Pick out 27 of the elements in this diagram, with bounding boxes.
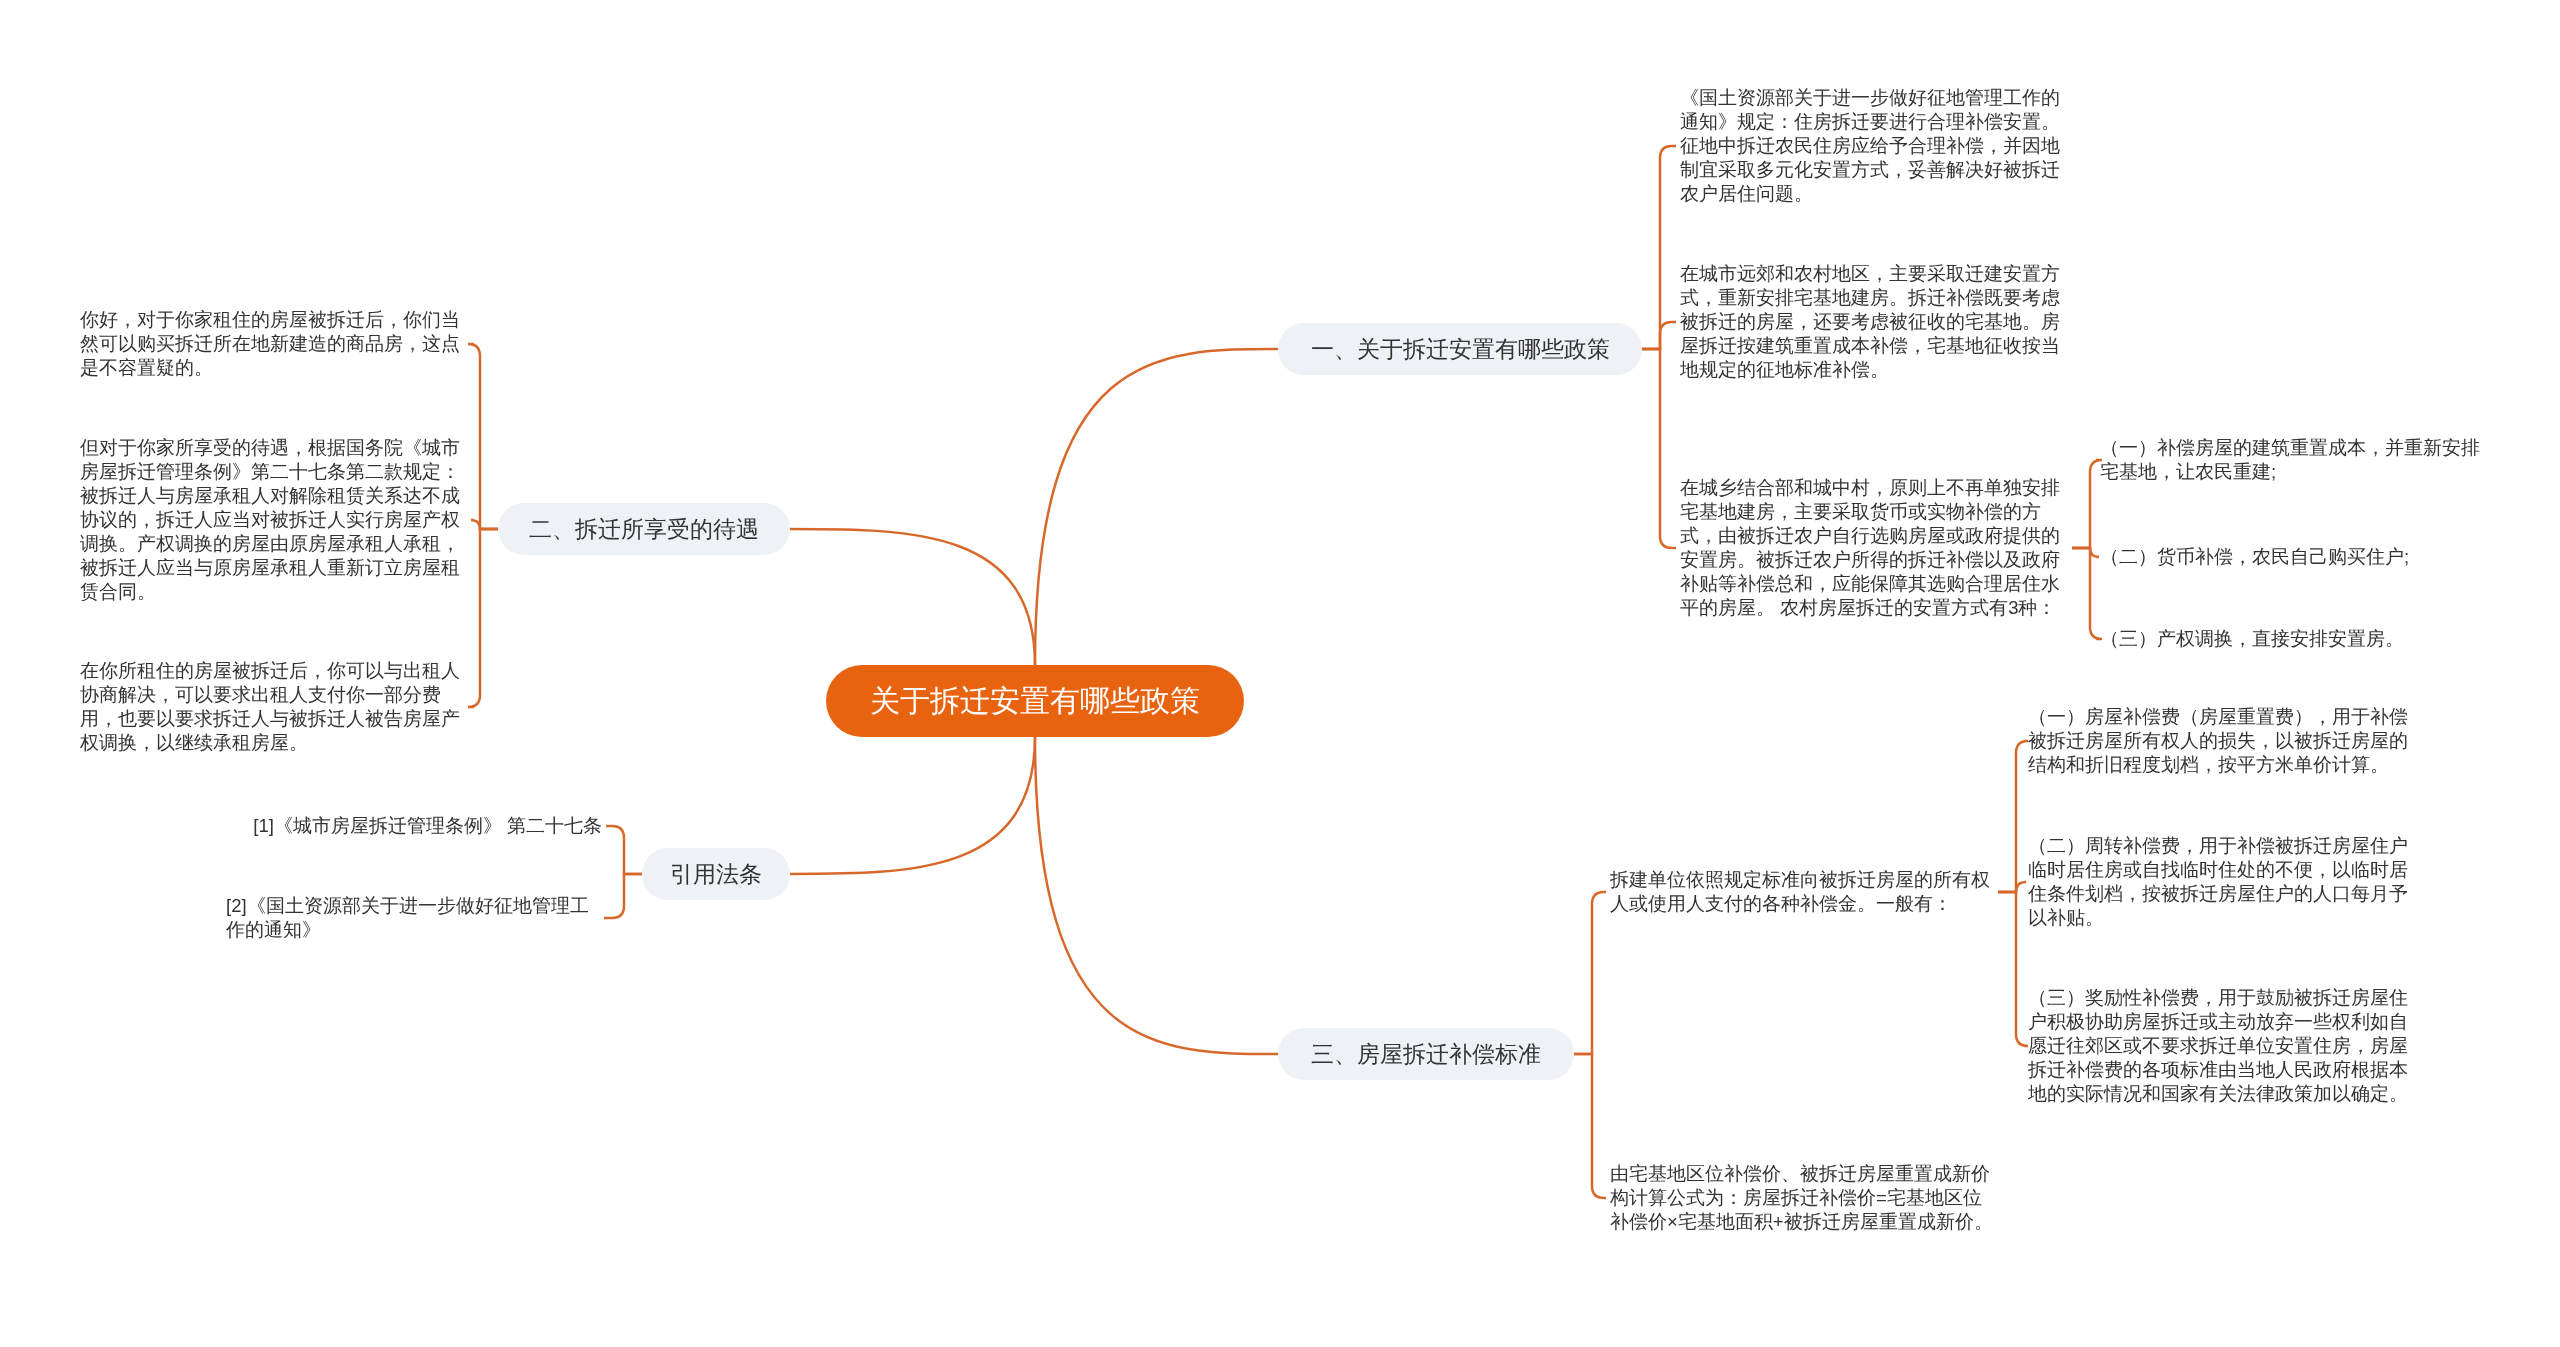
topic-pill: 二、拆迁所享受的待遇 [498,503,790,555]
note-text: 在城市远郊和农村地区，主要采取迁建安置方式，重新安排宅基地建房。拆迁补偿既要考虑被拆迁的房屋，还要考虑被征收的宅基地。房屋拆迁按建筑重置成本补偿，宅基地征收按当地规定的征地标准补偿。 [1680,262,2072,382]
note-text: （三）产权调换，直接安排安置房。 [2100,627,2495,651]
connector [790,527,1037,666]
connector [2072,546,2104,641]
note-text: [1]《城市房屋拆迁管理条例》 第二十七条 [200,814,602,838]
note-text: 由宅基地区位补偿价、被拆迁房屋重置成新价构计算公式为：房屋拆迁补偿价=宅基地区位补偿价×宅基地面积+被拆迁房屋重置成新价。 [1610,1162,1998,1234]
central-topic: 关于拆迁安置有哪些政策 [826,665,1244,737]
note-text: 你好，对于你家租住的房屋被拆迁后，你们当然可以购买拆迁所在地新建造的商品房，这点是不容置疑的。 [80,308,470,380]
note-text: （一）房屋补偿费（房屋重置费），用于补偿被拆迁房屋所有权人的损失，以被拆迁房屋的结构和折旧程度划档，按平方米单价计算。 [2028,705,2420,777]
connector [466,527,498,709]
note-text: 在城乡结合部和城中村，原则上不再单独安排宅基地建房，主要采取货币或实物补偿的方式，由被拆迁农户自行选购房屋或政府提供的安置房。被拆迁农户所得的拆迁补偿以及政府补贴等补偿总和，应能保障其选购合理居住水平的房屋。 农村房屋拆迁的安置方式有3种： [1680,476,2072,620]
note-text: （二）货币补偿，农民自己购买住户; [2100,545,2495,569]
note-text: （二）周转补偿费，用于补偿被拆迁房屋住户临时居住房或自找临时住处的不便，以临时居住条件划档，按被拆迁房屋住户的人口每月予以补贴。 [2028,834,2420,930]
note-text: （三）奖励性补偿费，用于鼓励被拆迁房屋住户积极协助房屋拆迁或主动放弃一些权利如自愿迁往郊区或不要求拆迁单位安置住房，房屋拆迁补偿费的各项标准由当地人民政府根据本地的实际情况和国家有关法律政策加以确定。 [2028,986,2420,1106]
note-text: 在你所租住的房屋被拆迁后，你可以与出租人协商解决，可以要求出租人支付你一部分费用，也要以要求拆迁人与被拆迁人被告房屋产权调换，以继续承租房屋。 [80,659,470,755]
topic-pill: 引用法条 [642,848,790,900]
connector [1033,736,1278,1056]
topic-pill: 三、房屋拆迁补偿标准 [1278,1028,1574,1080]
note-text: [2]《国土资源部关于进一步做好征地管理工作的通知》 [226,894,600,942]
note-text: 拆建单位依照规定标准向被拆迁房屋的所有权人或使用人支付的各种补偿金。一般有： [1610,868,1998,916]
note-text: 但对于你家所享受的待遇，根据国务院《城市房屋拆迁管理条例》第二十七条第二款规定：被拆迁人与房屋承租人对解除租赁关系达不成协议的，拆迁人应当对被拆迁人实行房屋产权调换。产权调换的房屋由原房屋承租人承租，被拆迁人应当与原房屋承租人重新订立房屋租赁合同。 [80,436,470,604]
topic-pill: 一、关于拆迁安置有哪些政策 [1278,323,1642,375]
connector [1998,890,2030,1048]
connector [604,872,642,920]
note-text: 《国土资源部关于进一步做好征地管理工作的通知》规定：住房拆迁要进行合理补偿安置。征地中拆迁农民住房应给予合理补偿，并因地制宜采取多元化安置方式，妥善解决好被拆迁农户居住问题。 [1680,86,2072,206]
note-text: （一）补偿房屋的建筑重置成本，并重新安排宅基地，让农民重建; [2100,436,2495,484]
